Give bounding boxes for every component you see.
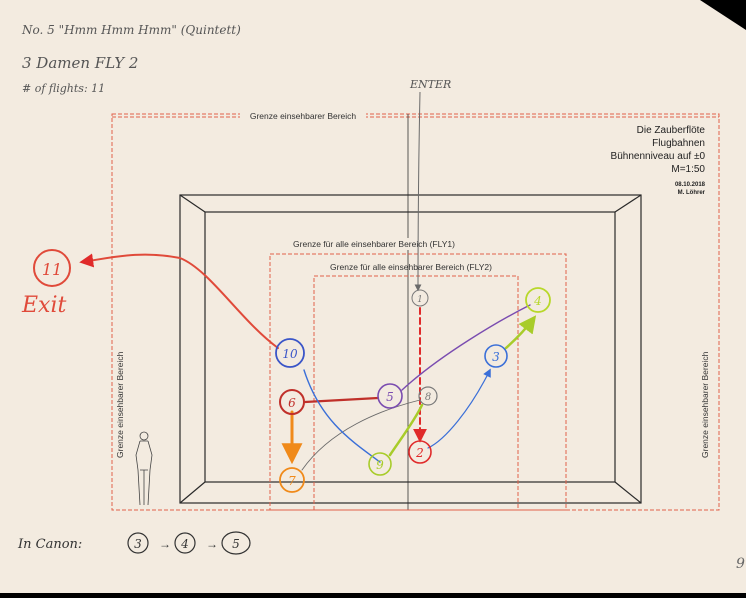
human-scale-figure bbox=[135, 431, 153, 506]
svg-text:5: 5 bbox=[386, 390, 394, 404]
zone-fly1-label-bg bbox=[272, 238, 476, 250]
footer-canon-note: In Canon: 3 → 4 → 5 bbox=[17, 531, 251, 555]
waypoint-3: 3 bbox=[484, 344, 508, 368]
waypoint-9: 9 bbox=[368, 452, 392, 476]
waypoint-10: 10 bbox=[275, 338, 305, 368]
canon-arrow-2: → bbox=[206, 537, 218, 551]
zone-fly1-label: Grenze für alle einsehbarer Bereich (FLY… bbox=[293, 239, 455, 249]
title-block-author: M. Löhrer bbox=[678, 190, 706, 196]
exit-number: 11 bbox=[42, 260, 62, 279]
svg-text:8: 8 bbox=[425, 392, 431, 403]
svg-text:2: 2 bbox=[415, 446, 424, 460]
canon-arrow-1: → bbox=[159, 537, 171, 551]
title-block-date: 08.10.2018 bbox=[675, 182, 706, 188]
waypoint-5: 5 bbox=[377, 383, 403, 409]
path-10-to-11 bbox=[79, 253, 279, 349]
svg-text:7: 7 bbox=[288, 474, 296, 488]
stage-box bbox=[179, 194, 642, 504]
svg-text:4: 4 bbox=[180, 537, 189, 551]
path-7-to-8 bbox=[301, 399, 421, 471]
zone-outer-boundary bbox=[111, 113, 720, 511]
title-block-subtitle: Flugbahnen bbox=[652, 138, 705, 149]
path-3-to-4 bbox=[504, 315, 537, 350]
canon-step-2: 4 bbox=[174, 532, 196, 554]
enter-path bbox=[414, 91, 422, 292]
zone-left-side-label: Grenze einsehbarer Bereich bbox=[115, 351, 125, 458]
path-4-to-5 bbox=[401, 304, 531, 391]
canon-step-3: 5 bbox=[221, 531, 251, 555]
footer-prefix: In Canon: bbox=[17, 537, 82, 552]
zone-outer-label-bg bbox=[240, 110, 366, 122]
waypoint-8: 8 bbox=[418, 386, 438, 406]
path-8-to-9 bbox=[388, 403, 424, 457]
enter-label: ENTER bbox=[409, 78, 451, 91]
canon-step-1: 3 bbox=[127, 532, 149, 554]
waypoint-2: 2 bbox=[408, 440, 432, 464]
flight-paths bbox=[79, 253, 537, 471]
waypoint-4: 4 bbox=[525, 287, 551, 313]
title-block-level: Bühnenniveau auf ±0 bbox=[611, 151, 706, 162]
title-block-title: Die Zauberflöte bbox=[637, 125, 706, 136]
svg-text:4: 4 bbox=[533, 294, 542, 308]
zone-outer-label: Grenze einsehbarer Bereich bbox=[250, 111, 357, 121]
svg-text:3: 3 bbox=[492, 350, 500, 364]
exit-label: Exit bbox=[21, 293, 67, 318]
path-9-to-10 bbox=[303, 369, 381, 463]
header-note-fly: 3 Damen FLY 2 bbox=[22, 54, 138, 72]
svg-text:3: 3 bbox=[134, 537, 142, 551]
waypoint-1: 1 bbox=[411, 289, 429, 307]
zone-fly2-label: Grenze für alle einsehbarer Bereich (FLY… bbox=[330, 262, 492, 272]
svg-text:6: 6 bbox=[288, 396, 296, 410]
header-note-title: No. 5 "Hmm Hmm Hmm" (Quintett) bbox=[21, 23, 241, 37]
svg-text:5: 5 bbox=[232, 537, 240, 551]
path-2-to-3 bbox=[427, 368, 491, 449]
title-block: Die Zauberflöte Flugbahnen Bühnenniveau … bbox=[611, 125, 706, 196]
header-note-flight-count: # of flights: 11 bbox=[22, 82, 105, 95]
page-number: 9 bbox=[736, 556, 745, 572]
svg-text:1: 1 bbox=[417, 295, 423, 305]
title-block-scale: M=1:50 bbox=[671, 164, 705, 175]
waypoint-6: 6 bbox=[279, 389, 305, 415]
svg-text:9: 9 bbox=[376, 458, 384, 472]
svg-text:10: 10 bbox=[282, 347, 298, 361]
waypoint-7: 7 bbox=[279, 467, 305, 493]
exit-marker: 11 Exit bbox=[21, 249, 71, 318]
zone-right-side-label: Grenze einsehbarer Bereich bbox=[700, 351, 710, 458]
